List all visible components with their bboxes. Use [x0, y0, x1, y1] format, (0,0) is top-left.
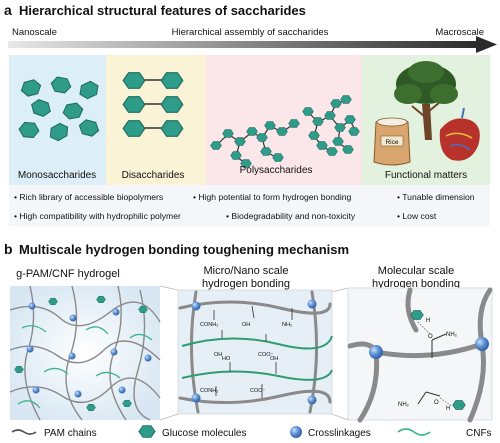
features-strip [9, 185, 490, 226]
feature-item: • High potential to form hydrogen bondin… [193, 192, 352, 202]
chem-label: NH₂ [446, 332, 458, 338]
feature-list: • Rich library of accessible biopolymers… [14, 192, 475, 221]
chem-label: COO⁻ [250, 388, 266, 394]
rice-bag-icon: Rice [373, 117, 411, 166]
panel-a: a Hierarchical structural features of sa… [4, 2, 497, 226]
chem-label: OH [214, 352, 222, 358]
monosaccharides-label: Monosaccharides [18, 170, 96, 181]
polysaccharide-chains [210, 95, 360, 168]
functional-matters-label: Functional matters [385, 170, 467, 181]
chem-label: OH [242, 322, 250, 328]
chem-label: COO⁻ [258, 352, 274, 358]
panel-b: b Multiscale hydrogen bonding toughening… [4, 241, 493, 423]
micro-nano-title-line-1: Micro/Nano scale [204, 265, 289, 277]
zoom-connectors [159, 285, 349, 421]
polysaccharides-box [206, 55, 362, 185]
chem-label: O [428, 334, 433, 340]
glucose-icon [138, 425, 156, 438]
nanoscale-label: Nanoscale [12, 27, 57, 38]
legend: PAM chains Glucose molecules Crosslinkag… [11, 425, 492, 439]
hydrogel-title: g-PAM/CNF hydrogel [16, 268, 120, 280]
panel-b-label: b [4, 241, 13, 257]
chem-label: O [434, 400, 439, 406]
feature-item: • High compatibility with hydrophilic po… [14, 211, 181, 221]
assembly-label: Hierarchical assembly of saccharides [172, 27, 329, 38]
panel-b-title: Multiscale hydrogen bonding toughening m… [19, 242, 349, 257]
legend-pam-label: PAM chains [44, 428, 97, 439]
molecular-network: H O NH₂ NH₂ O H [347, 287, 493, 423]
legend-cnf-label: CNFs [466, 428, 492, 439]
panel-a-title: Hierarchical structural features of sacc… [19, 3, 306, 18]
legend-glucose-label: Glucose molecules [162, 428, 246, 439]
chem-label: NH₂ [398, 402, 410, 408]
chem-label: HO [222, 356, 231, 362]
feature-item: • Low cost [397, 211, 437, 221]
hydrogel-network [9, 285, 161, 421]
panel-a-label: a [4, 2, 12, 18]
organ-icon [439, 107, 480, 161]
crosslink-icon [290, 426, 302, 438]
macroscale-label: Macroscale [435, 27, 484, 38]
scale-arrow [8, 36, 497, 53]
micro-nano-title-line-2: hydrogen bonding [202, 278, 290, 290]
cnf-icon [397, 428, 431, 436]
feature-item: • Rich library of accessible biopolymers [14, 192, 163, 202]
chem-label: CONH₂ [200, 322, 218, 328]
polysaccharides-label: Polysaccharides [240, 165, 313, 176]
feature-item: • Biodegradability and non-toxicity [226, 211, 356, 221]
pam-chain-icon [11, 429, 37, 435]
chem-label: CONH₂ [200, 388, 218, 394]
rice-label: Rice [385, 139, 398, 146]
molecular-title-line-2: hydrogen bonding [372, 278, 460, 290]
chem-label: H [426, 318, 430, 324]
disaccharides-box [106, 55, 206, 185]
legend-crosslink-label: Crosslinkages [308, 428, 371, 439]
disaccharides-label: Disaccharides [122, 170, 185, 181]
micro-nano-network: CONH₂ OH NH₂ OH COO⁻ HO OH CONH₂ COO⁻ [177, 289, 333, 415]
tree-icon [394, 61, 458, 140]
molecular-title-line-1: Molecular scale [378, 265, 454, 277]
chem-label: H [446, 406, 450, 412]
monosaccharides-box [9, 55, 106, 185]
chem-label: OH [270, 356, 278, 362]
disaccharide-pairs [122, 72, 184, 137]
feature-item: • Tunable dimension [397, 192, 475, 202]
chem-label: NH₂ [282, 322, 292, 328]
